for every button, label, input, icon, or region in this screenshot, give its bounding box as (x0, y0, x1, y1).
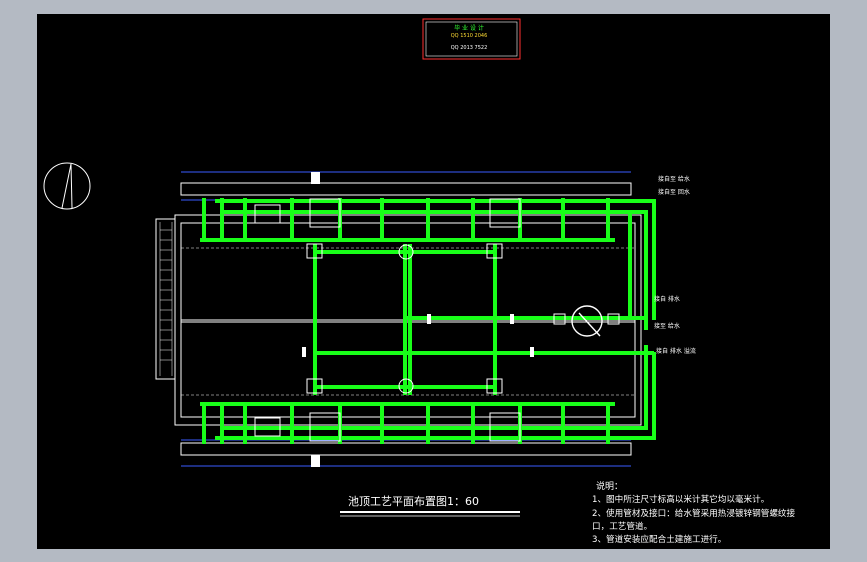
notes-item-2: 2、使用管材及接口：给水管采用热浸镀锌钢管螺纹接 (592, 507, 796, 519)
pipe-label-right-mid-3: 接自 排水 溢流 (656, 347, 696, 355)
plan-title: 池顶工艺平面布置图1：60 (348, 495, 479, 508)
pipe-label-right-top-2: 接自至 回水 (658, 188, 690, 196)
notes: 说明： 1、图中所注尺寸标高以米计其它均以毫米计。 2、使用管材及接口：给水管采… (592, 480, 796, 545)
pipe-supports (302, 314, 534, 357)
pipe-label-right-mid-1: 接自 排水 (654, 295, 680, 303)
pipe-label-right-mid-2: 接至 给水 (654, 322, 680, 330)
north-arrow-icon (43, 162, 91, 210)
pipe-fittings (398, 244, 414, 394)
title-block-line1: 毕 业 设 计 (454, 24, 484, 32)
notes-item-3: 3、管道安装应配合土建施工进行。 (592, 533, 726, 545)
valve-boxes (254, 198, 521, 442)
notes-item-1: 1、图中所注尺寸标高以米计其它均以毫米计。 (592, 493, 769, 505)
drawing-area (37, 14, 830, 549)
pipe-network (200, 198, 656, 444)
title-block-line2: QQ 1510 2046 (451, 33, 488, 39)
pipe-label-right-top-1: 接自至 给水 (658, 175, 690, 183)
title-block-line4: QQ 2013 7522 (451, 45, 488, 51)
pump-icon (553, 305, 620, 337)
title-block: 毕 业 设 计 QQ 1510 2046 QQ 2013 7522 (422, 18, 521, 60)
stair-left (155, 218, 176, 380)
notes-item-2b: 口，工艺管道。 (592, 520, 652, 532)
notes-heading: 说明： (596, 480, 623, 492)
